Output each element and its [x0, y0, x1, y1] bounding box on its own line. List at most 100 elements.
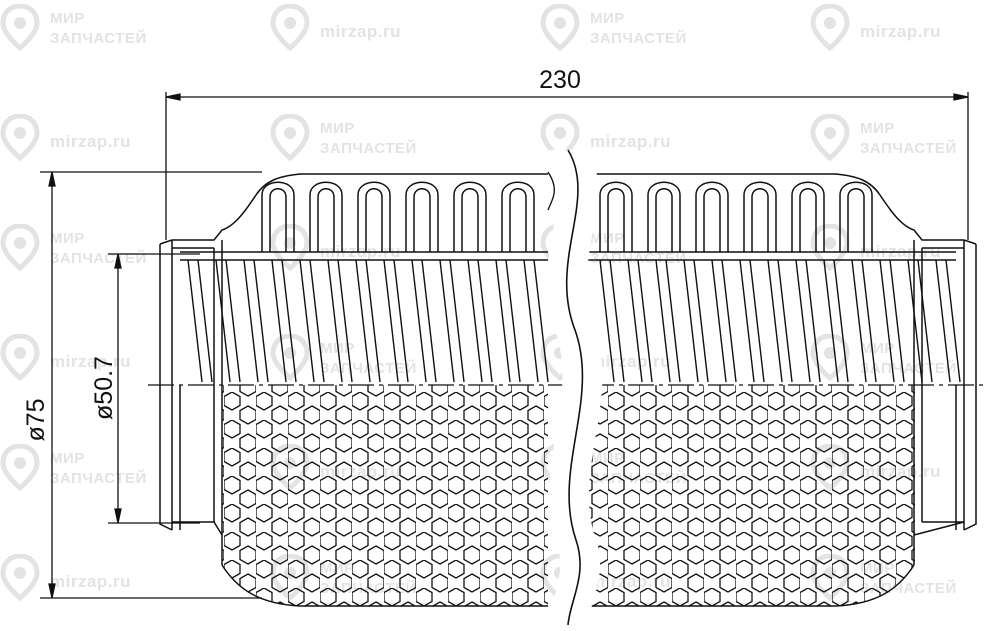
pin-logo-icon — [270, 4, 310, 52]
interlock-strip — [907, 259, 933, 383]
interlock-strip — [851, 259, 877, 383]
bellows-fold — [453, 181, 487, 252]
outer-shell-upper-right — [588, 173, 964, 241]
watermark-tile: mirzap.ru — [810, 0, 1000, 60]
watermark-brand-line1: МИР — [50, 450, 85, 467]
bellows-fold — [501, 181, 535, 252]
interlock-strip — [299, 259, 325, 383]
watermark-brand-line2: ЗАПЧАСТЕЙ — [860, 360, 957, 377]
bellows-convolutions — [261, 181, 873, 252]
braid-mesh-left — [222, 385, 548, 606]
left-collar — [159, 239, 223, 536]
break-line — [546, 149, 603, 626]
pin-logo-icon — [270, 224, 310, 272]
interlock-strip — [627, 259, 653, 383]
pin-logo-icon — [270, 114, 310, 162]
pin-logo-icon — [0, 334, 40, 382]
watermark-brand-line2: ЗАПЧАСТЕЙ — [590, 30, 687, 47]
watermark-tile: МИР ЗАПЧАСТЕЙ — [0, 0, 220, 60]
watermark-tile: mirzap.ru — [0, 330, 220, 390]
watermark-brand-line2: ЗАПЧАСТЕЙ — [320, 140, 417, 157]
interlock-strip — [355, 259, 381, 383]
watermark-brand-line2: ЗАПЧАСТЕЙ — [590, 250, 687, 267]
interlock-strip — [879, 259, 905, 383]
watermark-brand-line1: МИР — [50, 10, 85, 27]
interlock-liner-strips — [187, 259, 961, 383]
bellows-fold — [839, 181, 873, 252]
watermark-brand-line1: МИР — [590, 230, 625, 247]
watermark-brand-line1: МИР — [320, 120, 355, 137]
right-collar — [913, 239, 977, 536]
interlock-strip — [711, 259, 737, 383]
watermark-tile: mirzap.ru — [0, 110, 220, 170]
bellows-fold — [791, 181, 825, 252]
length-label: 230 — [539, 66, 581, 94]
interlock-strip — [823, 259, 849, 383]
bellows-fold — [599, 181, 633, 252]
watermark-site: mirzap.ru — [50, 352, 132, 371]
interlock-strip — [495, 259, 521, 383]
watermark-tile: МИР ЗАПЧАСТЕЙ — [540, 0, 760, 60]
watermark-site: mirzap.ru — [50, 572, 132, 591]
interlock-strip — [599, 259, 625, 383]
pin-logo-icon — [810, 114, 850, 162]
interlock-strip — [327, 259, 353, 383]
bellows-fold — [357, 181, 391, 252]
braid-mesh-right — [588, 385, 915, 606]
bellows-fold — [695, 181, 729, 252]
interlock-strip — [215, 259, 241, 383]
watermark-brand-line2: ЗАПЧАСТЕЙ — [50, 30, 147, 47]
watermark-brand-line1: МИР — [320, 340, 355, 357]
pin-logo-icon — [810, 334, 850, 382]
outer-diameter-dimension — [40, 171, 262, 599]
watermark-brand-line1: МИР — [50, 230, 85, 247]
interlock-strip — [795, 259, 821, 383]
interlock-strip — [935, 259, 961, 383]
interlock-strip — [411, 259, 437, 383]
watermark-brand-line1: МИР — [860, 340, 895, 357]
bellows-fold — [743, 181, 777, 252]
pin-logo-icon — [810, 224, 850, 272]
pin-logo-icon — [810, 4, 850, 52]
inner-diameter-label: ø50.7 — [90, 356, 118, 420]
interlock-strip — [187, 259, 213, 383]
watermark-tile: mirzap.ru — [270, 0, 490, 60]
pin-logo-icon — [0, 444, 40, 492]
pin-logo-icon — [0, 554, 40, 602]
watermark-brand-line2: ЗАПЧАСТЕЙ — [860, 140, 957, 157]
watermark-brand-line1: МИР — [590, 10, 625, 27]
inner-diameter-dimension — [108, 253, 200, 524]
watermark-site: mirzap.ru — [590, 132, 672, 151]
bellows-fold — [405, 181, 439, 252]
watermark-site: mirzap.ru — [320, 22, 402, 41]
interlock-strip — [739, 259, 765, 383]
pin-logo-icon — [540, 4, 580, 52]
pin-logo-icon — [0, 114, 40, 162]
pin-logo-icon — [0, 224, 40, 272]
bellows-fold — [309, 181, 343, 252]
pin-logo-icon — [0, 4, 40, 52]
interlock-strip — [383, 259, 409, 383]
watermark-brand-line1: МИР — [860, 120, 895, 137]
length-dimension — [165, 92, 969, 240]
interlock-strip — [271, 259, 297, 383]
watermark-brand-line2: ЗАПЧАСТЕЙ — [50, 470, 147, 487]
watermark-tile: МИР ЗАПЧАСТЕЙ — [0, 440, 220, 500]
interlock-strip — [767, 259, 793, 383]
outer-diameter-label: ø75 — [22, 398, 50, 441]
watermark-site: mirzap.ru — [50, 132, 132, 151]
watermark-tile: МИР ЗАПЧАСТЕЙ — [810, 110, 1000, 170]
outer-shell-upper — [172, 173, 548, 241]
bellows-fold — [261, 181, 295, 252]
interlock-strip — [439, 259, 465, 383]
bellows-fold — [647, 181, 681, 252]
interlock-strip — [243, 259, 269, 383]
watermark-tile: МИР ЗАПЧАСТЕЙ — [270, 110, 490, 170]
watermark-tile: МИР ЗАПЧАСТЕЙ — [810, 330, 1000, 390]
interlock-strip — [683, 259, 709, 383]
interlock-strip — [523, 259, 549, 383]
interlock-strip — [655, 259, 681, 383]
watermark-site: mirzap.ru — [860, 22, 942, 41]
